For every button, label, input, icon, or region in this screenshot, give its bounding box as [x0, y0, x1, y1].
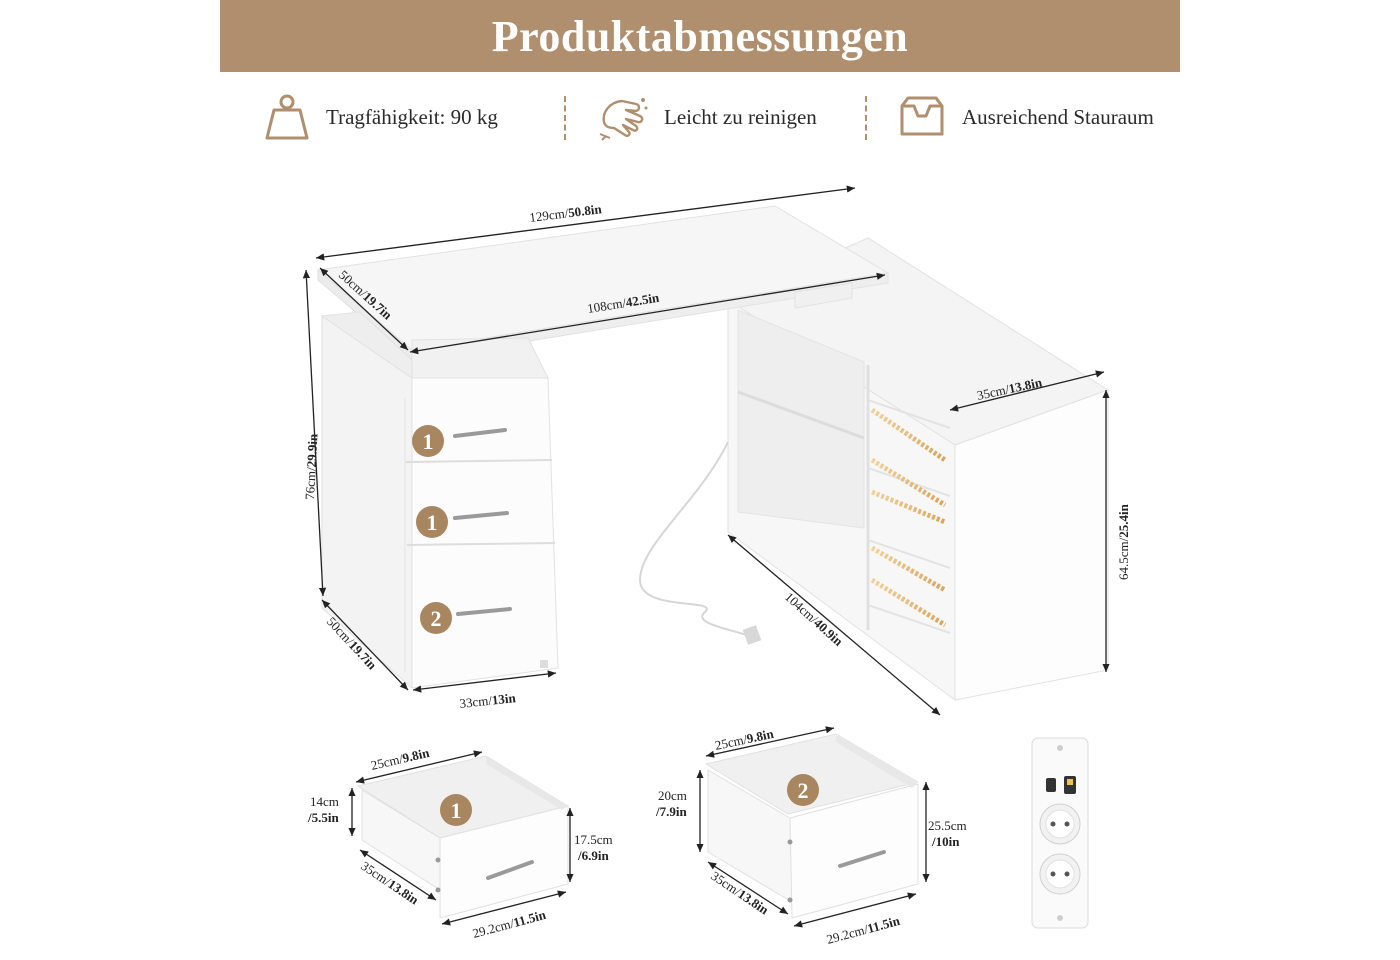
shelf-unit: [726, 237, 1110, 701]
dim-label-shelf-depth: 35cm/13.8in: [976, 374, 1045, 403]
drawer-badge: 1: [416, 506, 448, 538]
dim-label-drawer1-inner-width: 25cm/9.8in: [369, 745, 431, 773]
weight-icon: [262, 92, 312, 142]
svg-text:1: 1: [427, 510, 438, 535]
plug-icon: [742, 625, 762, 645]
cleaning-hand-icon: [596, 92, 650, 142]
dim-label-drawer1-front-height: 17.5cm/6.9in: [574, 832, 613, 863]
page-title: Produktabmessungen: [491, 11, 909, 61]
dim-label-drawer1-inner-height: 14cm/5.5in: [307, 794, 339, 825]
drawer-small: [356, 755, 570, 919]
dimension-lines: [302, 185, 1110, 716]
socket-icon: [1039, 803, 1081, 845]
dim-label-shelf-height: 64.5cm/25.4in: [1116, 503, 1131, 580]
socket-icon: [1039, 853, 1081, 895]
dim-label-drawer2-front-width: 29.2cm/11.5in: [825, 913, 902, 947]
divider: [865, 96, 867, 140]
title-banner: Produktabmessungen: [220, 0, 1180, 72]
drawer-badge: 1: [412, 425, 444, 457]
feature-storage: Ausreichend Stauraum: [896, 92, 1154, 142]
dim-label-drawer1-front-width: 29.2cm/11.5in: [471, 907, 548, 941]
feature-label: Tragfähigkeit: 90 kg: [326, 104, 498, 129]
feature-label: Leicht zu reinigen: [664, 104, 817, 129]
usb-ports-icon: [1046, 776, 1076, 794]
drawer-large-dimension-lines: [696, 726, 930, 928]
drawer-small-badge: 1: [440, 794, 472, 826]
dim-label-drawer2-front-height: 25.5cm/10in: [928, 818, 967, 849]
dim-label-drawer2-inner-width: 25cm/9.8in: [714, 726, 776, 753]
dim-label-drawer2-inner-height: 20cm/7.9in: [655, 788, 687, 819]
storage-box-icon: [896, 92, 948, 142]
svg-text:2: 2: [431, 606, 442, 631]
drawer-small-dimension-lines: [348, 750, 574, 926]
drawer-badge: 2: [420, 602, 452, 634]
drawer-large-badge: 2: [787, 774, 819, 806]
feature-load-capacity: Tragfähigkeit: 90 kg: [262, 92, 498, 142]
feature-label: Ausreichend Stauraum: [962, 104, 1154, 129]
feature-easy-clean: Leicht zu reinigen: [596, 92, 817, 142]
dim-label-cabinet-width: 33cm/13in: [459, 690, 517, 711]
dim-label-inner-width: 108cm/42.5in: [586, 290, 661, 316]
svg-text:1: 1: [451, 798, 462, 823]
svg-text:2: 2: [798, 778, 809, 803]
dim-label-total-width: 129cm/50.8in: [529, 201, 604, 225]
dim-label-height: 76cm/29.9in: [302, 433, 320, 501]
svg-text:1: 1: [423, 429, 434, 454]
power-outlet-panel: [1031, 737, 1089, 929]
power-cable: [638, 441, 761, 641]
divider: [564, 96, 566, 140]
